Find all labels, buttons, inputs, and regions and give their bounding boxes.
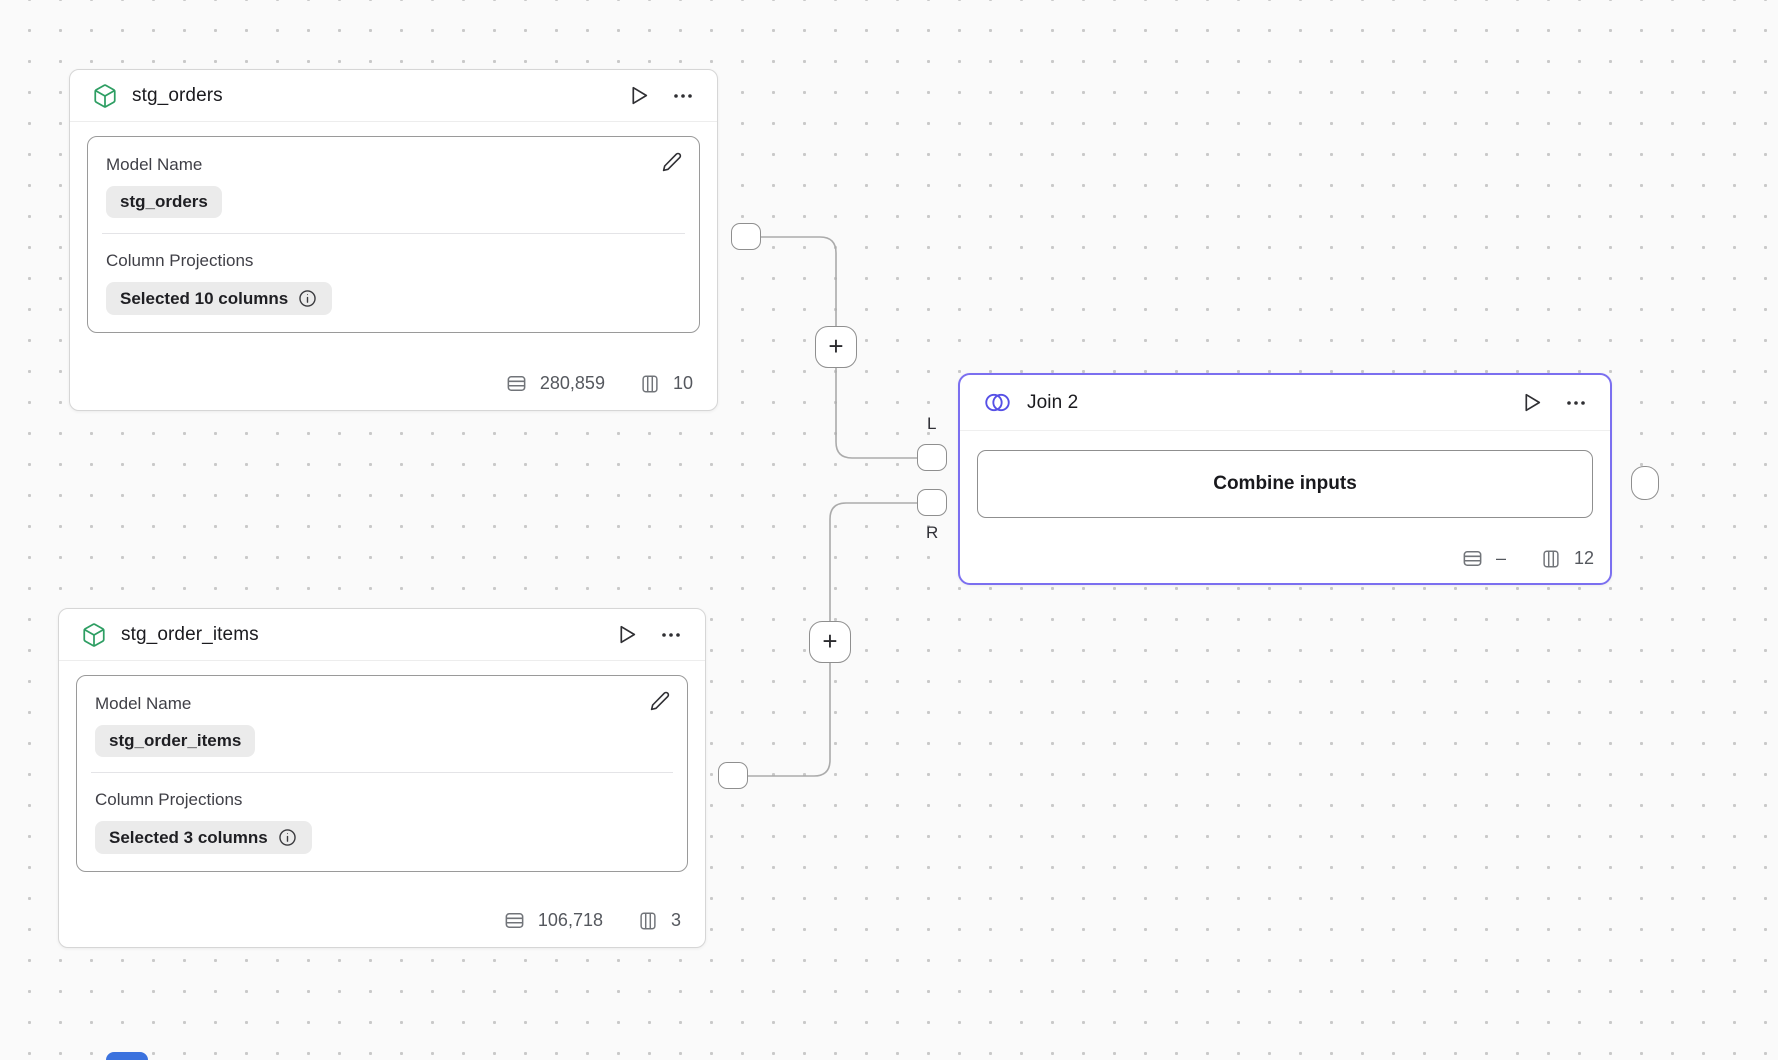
column-count: 3	[670, 910, 681, 930]
column-projections-badge[interactable]: Selected 3 columns	[95, 821, 312, 854]
join-left-port-label: L	[927, 414, 937, 433]
row-count: 280,859	[539, 373, 605, 393]
info-circle-icon[interactable]	[277, 827, 298, 848]
stg-orders-output-port[interactable]	[731, 223, 761, 250]
model-name-badge[interactable]: stg_orders	[106, 186, 222, 218]
join-right-port-label: R	[926, 523, 939, 542]
node-menu-button[interactable]	[659, 623, 683, 647]
node-stg-order-items[interactable]: stg_order_items	[58, 608, 706, 948]
info-circle-icon[interactable]	[297, 288, 318, 309]
node-join-header: Join 2	[960, 375, 1610, 431]
model-cube-icon	[92, 83, 118, 109]
table-columns-icon	[639, 373, 661, 395]
node-join-2[interactable]: Join 2 Combine inputs	[958, 373, 1612, 585]
join-left-input-port[interactable]	[917, 444, 947, 471]
run-node-button[interactable]	[614, 622, 639, 647]
add-node-on-edge-button-top[interactable]: +	[815, 326, 857, 368]
table-columns-icon	[1540, 548, 1562, 570]
add-node-on-edge-button-bottom[interactable]: +	[809, 621, 851, 663]
model-cube-icon	[81, 622, 107, 648]
model-name-badge[interactable]: stg_order_items	[95, 725, 256, 757]
table-columns-icon	[637, 910, 659, 932]
node-title: Join 2	[1027, 391, 1079, 413]
join-venn-icon	[982, 390, 1013, 415]
node-stats: – 12	[1461, 547, 1594, 570]
stg-order-items-output-port[interactable]	[718, 762, 748, 789]
model-name-label: Model Name	[95, 694, 192, 713]
run-node-button[interactable]	[626, 83, 651, 108]
table-rows-icon	[505, 372, 528, 395]
node-stg-orders-header: stg_orders	[70, 70, 717, 122]
node-menu-button[interactable]	[1564, 391, 1588, 415]
row-count: 106,718	[537, 910, 603, 930]
node-config-card: Model Name stg_order_items Column Projec…	[76, 675, 688, 872]
offscreen-node-peek	[106, 1052, 148, 1060]
column-projections-value: Selected 10 columns	[120, 288, 289, 308]
column-projections-badge[interactable]: Selected 10 columns	[106, 282, 333, 315]
node-title: stg_orders	[132, 84, 223, 106]
row-count: –	[1495, 548, 1506, 568]
table-rows-icon	[1461, 547, 1484, 570]
column-count: 10	[672, 373, 693, 393]
join-output-port[interactable]	[1631, 466, 1659, 500]
column-projections-label: Column Projections	[95, 790, 243, 809]
join-right-input-port[interactable]	[917, 489, 947, 516]
node-menu-button[interactable]	[671, 84, 695, 108]
column-count: 12	[1573, 548, 1594, 568]
node-title: stg_order_items	[121, 623, 259, 645]
card-divider	[91, 772, 673, 773]
node-config-card: Model Name stg_orders Column Projections…	[87, 136, 700, 333]
node-stg-order-items-header: stg_order_items	[59, 609, 705, 661]
column-projections-value: Selected 3 columns	[109, 827, 268, 847]
node-stats: 280,859 10	[505, 372, 693, 395]
node-stg-orders[interactable]: stg_orders	[69, 69, 718, 411]
column-projections-label: Column Projections	[106, 251, 254, 270]
combine-inputs-button[interactable]: Combine inputs	[977, 450, 1593, 518]
node-stats: 106,718 3	[503, 909, 681, 932]
model-name-label: Model Name	[106, 155, 203, 174]
edit-pencil-icon[interactable]	[660, 150, 684, 174]
table-rows-icon	[503, 909, 526, 932]
run-node-button[interactable]	[1519, 390, 1544, 415]
edit-pencil-icon[interactable]	[648, 689, 672, 713]
card-divider	[102, 233, 685, 234]
